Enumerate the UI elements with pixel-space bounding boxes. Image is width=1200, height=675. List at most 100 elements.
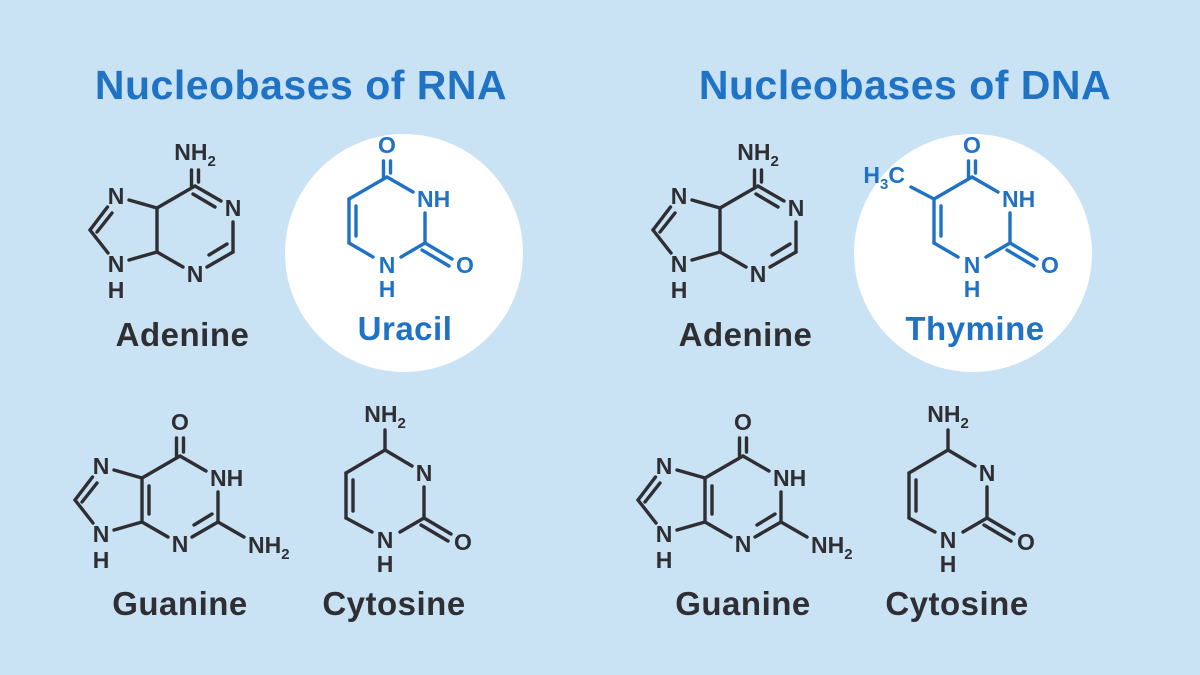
n1-label: N xyxy=(964,252,981,278)
bond-inner xyxy=(95,211,114,234)
cytosine-name-rna: Cytosine xyxy=(322,585,466,622)
bond xyxy=(193,184,223,203)
amine-label: NH2 xyxy=(927,401,969,432)
adenine-name-dna: Adenine xyxy=(678,316,813,353)
bond xyxy=(155,250,185,269)
adenine-name-rna: Adenine xyxy=(115,316,250,353)
n1h-label: NH xyxy=(210,465,243,491)
n1-label: N xyxy=(377,527,394,553)
bond xyxy=(970,175,1000,194)
n1-label: N xyxy=(788,195,805,221)
bond-inner xyxy=(1005,248,1036,268)
bond xyxy=(347,175,389,201)
bond xyxy=(155,184,197,210)
bond-inner xyxy=(755,512,777,527)
bond xyxy=(399,241,427,259)
bond-inner xyxy=(80,481,99,504)
n7-label: N xyxy=(93,453,110,479)
bond-inner xyxy=(658,211,677,234)
uracil-bonds xyxy=(347,159,454,268)
bond xyxy=(703,454,745,480)
bond xyxy=(347,241,375,259)
amine-label: NH2 xyxy=(737,139,779,170)
cytosine-structure-rna: NH2 N O N H xyxy=(344,401,472,577)
n3-label: N xyxy=(979,460,996,486)
bond-inner xyxy=(420,248,451,268)
n1-label: N xyxy=(940,527,957,553)
bond xyxy=(703,520,733,539)
bond-inner xyxy=(770,242,792,257)
adenine-structure-dna: NH2 N N N N H xyxy=(651,139,805,303)
n9-h-label: H xyxy=(656,547,673,573)
bond xyxy=(690,250,722,262)
n7-label: N xyxy=(656,453,673,479)
bond xyxy=(636,475,658,502)
thymine-structure: H3C O NH O N H xyxy=(863,132,1059,302)
bond xyxy=(651,228,673,255)
n9-label: N xyxy=(656,521,673,547)
bond xyxy=(398,516,426,534)
guanine-structure-dna: O NH N NH2 N N H xyxy=(636,409,853,573)
n3-label: N xyxy=(750,261,767,287)
bond xyxy=(127,198,159,210)
uracil-name: Uracil xyxy=(357,310,453,347)
o2-label: O xyxy=(1017,529,1035,555)
bond xyxy=(961,516,989,534)
n9-label: N xyxy=(93,521,110,547)
n3-label: N xyxy=(416,460,433,486)
highlight-circle-uracil xyxy=(285,134,523,372)
bond xyxy=(112,468,144,480)
bond-inner xyxy=(982,523,1013,543)
thymine-name: Thymine xyxy=(905,310,1045,347)
bond xyxy=(344,448,387,475)
amine-label: NH2 xyxy=(364,401,406,432)
n7-label: N xyxy=(108,183,125,209)
amine-label: NH2 xyxy=(174,139,216,170)
methyl-label: H3C xyxy=(863,162,905,193)
n7-label: N xyxy=(671,183,688,209)
bond xyxy=(985,516,1016,536)
o2-label: O xyxy=(454,529,472,555)
bond xyxy=(932,241,960,259)
n1-h-label: H xyxy=(940,551,957,577)
highlight-circle-thymine xyxy=(854,134,1092,372)
guanine-bonds xyxy=(636,436,809,539)
bond xyxy=(651,205,673,232)
bond xyxy=(178,454,208,473)
bond xyxy=(422,516,453,536)
bond-inner xyxy=(754,192,780,209)
bond-inner xyxy=(207,242,229,257)
bond xyxy=(140,520,170,539)
bond xyxy=(753,520,783,539)
adenine-bonds xyxy=(651,168,798,269)
bond xyxy=(127,250,159,262)
bond xyxy=(190,520,220,539)
cytosine-bonds xyxy=(907,428,1016,543)
bond xyxy=(946,448,977,468)
n3h-label: NH xyxy=(1002,186,1035,212)
bond xyxy=(768,250,798,269)
bond xyxy=(779,520,809,539)
bond xyxy=(907,516,937,534)
bond xyxy=(690,198,722,210)
n3h-label: NH xyxy=(417,186,450,212)
guanine-name-rna: Guanine xyxy=(112,585,248,622)
n9-label: N xyxy=(671,251,688,277)
o6-label: O xyxy=(734,409,752,435)
n3-label: N xyxy=(172,531,189,557)
thymine-bonds xyxy=(909,159,1039,268)
o2-label: O xyxy=(1041,252,1059,278)
n9-h-label: H xyxy=(93,547,110,573)
bond-inner xyxy=(643,481,662,504)
n9-h-label: H xyxy=(671,277,688,303)
bond xyxy=(909,185,936,201)
bond xyxy=(741,454,771,473)
bond xyxy=(675,468,707,480)
n1h-label: NH xyxy=(773,465,806,491)
n1-h-label: H xyxy=(379,276,396,302)
n9-label: N xyxy=(108,251,125,277)
bond xyxy=(718,184,760,210)
rna-panel-title: Nucleobases of RNA xyxy=(94,62,508,108)
o2-label: O xyxy=(456,252,474,278)
o4-label: O xyxy=(378,132,396,158)
